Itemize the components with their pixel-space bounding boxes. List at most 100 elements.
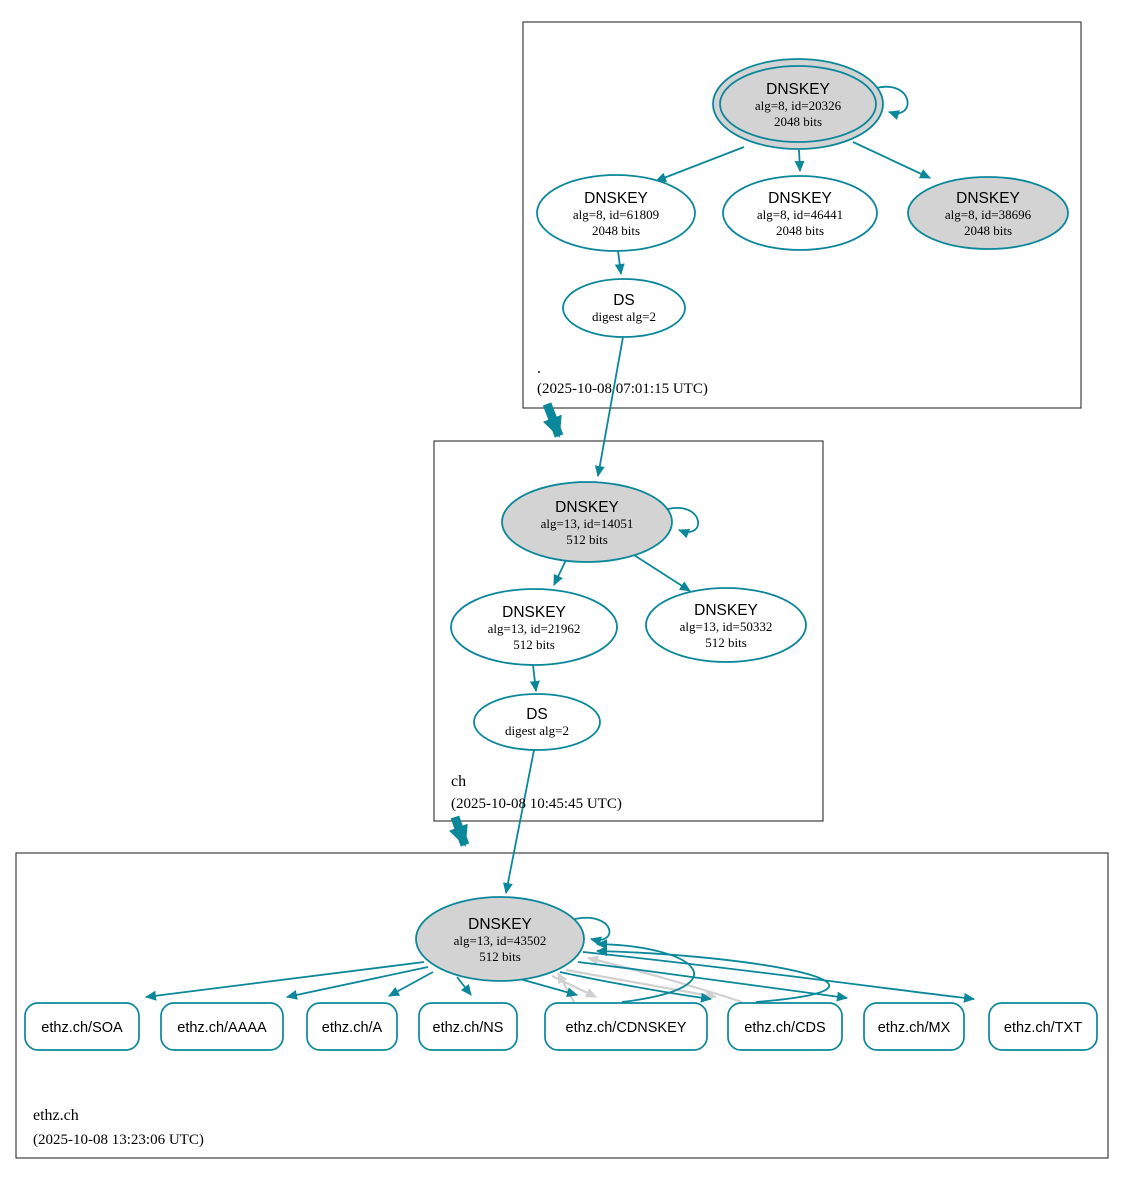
node-ch-zsk-21962[interactable]: DNSKEY alg=13, id=21962 512 bits bbox=[450, 588, 618, 666]
node-root-ds[interactable]: DS digest alg=2 bbox=[562, 278, 686, 338]
ch-zsk2-bits: 512 bits bbox=[705, 635, 747, 650]
rrset-box-cdnskey[interactable] bbox=[544, 1002, 708, 1051]
edge-ch-ksk-selfloop bbox=[667, 507, 700, 539]
ch-zsk1-alg: alg=13, id=21962 bbox=[488, 621, 581, 636]
rrset-ethz-mx[interactable]: ethz.ch/MX bbox=[863, 1002, 965, 1051]
edge-ethz-ksk-to-txt bbox=[582, 951, 975, 1003]
node-ethz-ksk-43502[interactable]: DNSKEY alg=13, id=43502 512 bits bbox=[415, 896, 585, 982]
zone-label-ethz: ethz.ch bbox=[33, 1107, 79, 1124]
rrset-ethz-cds[interactable]: ethz.ch/CDS bbox=[727, 1002, 843, 1051]
edge-root-ksk-to-zsk46441 bbox=[794, 149, 805, 172]
edge-ch-ds-to-ethz-ksk bbox=[503, 749, 535, 894]
root-zsk2-bits: 2048 bits bbox=[776, 223, 824, 238]
rrset-label-txt: ethz.ch/TXT bbox=[1004, 1020, 1082, 1036]
node-root-zsk-61809[interactable]: DNSKEY alg=8, id=61809 2048 bits bbox=[536, 174, 696, 252]
ethz-ksk-bits: 512 bits bbox=[479, 949, 521, 964]
ethz-ksk-alg: alg=13, id=43502 bbox=[454, 933, 547, 948]
zone-timestamp-ch: (2025-10-08 10:45:45 UTC) bbox=[451, 796, 622, 812]
root-zsk3-ellipse[interactable] bbox=[907, 176, 1069, 250]
edge-root-ksk-selfloop bbox=[875, 85, 909, 120]
edge-ethz-ksk-to-mx bbox=[577, 961, 848, 1002]
zone-timestamp-root: (2025-10-08 07:01:15 UTC) bbox=[537, 381, 708, 397]
node-root-zsk-38696[interactable]: DNSKEY alg=8, id=38696 2048 bits bbox=[907, 176, 1069, 250]
delegation-arrow-ch-to-ethz bbox=[448, 815, 470, 847]
ch-ds-digest: digest alg=2 bbox=[505, 723, 569, 738]
root-ds-ellipse[interactable] bbox=[562, 278, 686, 338]
edge-cdnskey-to-dnskey bbox=[596, 939, 695, 1003]
rrset-label-cdnskey: ethz.ch/CDNSKEY bbox=[566, 1020, 687, 1036]
edge-cds-to-dnskey-gray bbox=[587, 955, 743, 1004]
edge-cdnskey-to-dnskey-gray bbox=[557, 972, 575, 1003]
ch-zsk2-alg: alg=13, id=50332 bbox=[680, 619, 773, 634]
root-zsk1-bits: 2048 bits bbox=[592, 223, 640, 238]
rrset-box-aaaa[interactable] bbox=[160, 1002, 284, 1051]
rrset-ethz-a[interactable]: ethz.ch/A bbox=[306, 1002, 398, 1051]
rrset-box-mx[interactable] bbox=[863, 1002, 965, 1051]
edge-root-ksk-to-zsk61809 bbox=[655, 146, 745, 183]
edge-ethz-ksk-to-cdnskey bbox=[519, 978, 578, 998]
rrset-box-txt[interactable] bbox=[988, 1002, 1098, 1051]
edge-dnskey-to-cds-gray bbox=[565, 968, 717, 1001]
rrset-label-soa: ethz.ch/SOA bbox=[41, 1020, 123, 1036]
ch-zsk2-title: DNSKEY bbox=[694, 602, 758, 619]
ethz-ksk-ellipse[interactable] bbox=[415, 896, 585, 982]
ch-zsk1-bits: 512 bits bbox=[513, 637, 555, 652]
ch-ksk-bits: 512 bits bbox=[566, 532, 608, 547]
ch-zsk1-ellipse[interactable] bbox=[450, 588, 618, 666]
root-zsk2-ellipse[interactable] bbox=[722, 175, 878, 251]
root-ksk-bits: 2048 bits bbox=[774, 114, 822, 129]
rrset-box-cds[interactable] bbox=[727, 1002, 843, 1051]
rrset-box-ns[interactable] bbox=[418, 1002, 518, 1051]
delegation-arrow-root-to-ch bbox=[542, 402, 564, 438]
zone-label-root: . bbox=[537, 360, 541, 377]
edge-root-ksk-to-zsk38696 bbox=[852, 141, 931, 179]
ch-zsk2-ellipse[interactable] bbox=[645, 587, 807, 663]
node-ch-ds[interactable]: DS digest alg=2 bbox=[473, 693, 601, 751]
edge-ch-zsk-to-ds bbox=[529, 664, 540, 692]
edge-ch-ksk-to-zsk21962 bbox=[553, 559, 567, 586]
ethz-ksk-title: DNSKEY bbox=[468, 916, 532, 933]
node-ch-ksk-14051[interactable]: DNSKEY alg=13, id=14051 512 bits bbox=[501, 481, 673, 563]
rrset-box-a[interactable] bbox=[306, 1002, 398, 1051]
ch-ksk-ellipse[interactable] bbox=[501, 481, 673, 563]
rrset-label-aaaa: ethz.ch/AAAA bbox=[177, 1020, 267, 1036]
edge-ethz-ksk-to-soa bbox=[145, 961, 425, 1001]
rrset-ethz-txt[interactable]: ethz.ch/TXT bbox=[988, 1002, 1098, 1051]
node-root-zsk-46441[interactable]: DNSKEY alg=8, id=46441 2048 bits bbox=[722, 175, 878, 251]
edge-ethz-ksk-to-cds bbox=[559, 971, 712, 1003]
ch-ksk-title: DNSKEY bbox=[555, 499, 619, 516]
edge-root-zsk-to-ds bbox=[614, 250, 625, 275]
rrset-label-cds: ethz.ch/CDS bbox=[744, 1020, 825, 1036]
root-ds-title: DS bbox=[613, 292, 635, 309]
node-root-ksk-20326[interactable]: DNSKEY alg=8, id=20326 2048 bits bbox=[712, 58, 884, 150]
edge-ethz-ksk-to-aaaa bbox=[286, 966, 429, 1000]
rrset-ethz-aaaa[interactable]: ethz.ch/AAAA bbox=[160, 1002, 284, 1051]
root-ksk-title: DNSKEY bbox=[766, 81, 830, 98]
root-zsk1-ellipse[interactable] bbox=[536, 174, 696, 252]
rrset-label-ns: ethz.ch/NS bbox=[433, 1020, 504, 1036]
ch-ksk-alg: alg=13, id=14051 bbox=[541, 516, 634, 531]
node-ch-zsk-50332[interactable]: DNSKEY alg=13, id=50332 512 bits bbox=[645, 587, 807, 663]
rrset-label-a: ethz.ch/A bbox=[322, 1020, 383, 1036]
root-ksk-inner-ellipse bbox=[719, 65, 877, 143]
root-zsk3-alg: alg=8, id=38696 bbox=[945, 207, 1032, 222]
root-zsk1-alg: alg=8, id=61809 bbox=[573, 207, 659, 222]
root-zsk3-bits: 2048 bits bbox=[964, 223, 1012, 238]
edge-cds-to-dnskey bbox=[596, 946, 831, 1003]
zone-timestamp-ethz: (2025-10-08 13:23:06 UTC) bbox=[33, 1132, 204, 1148]
ch-ds-title: DS bbox=[526, 706, 548, 723]
root-zsk2-alg: alg=8, id=46441 bbox=[757, 207, 843, 222]
rrset-box-soa[interactable] bbox=[24, 1002, 140, 1051]
rrset-ethz-cdnskey[interactable]: ethz.ch/CDNSKEY bbox=[544, 1002, 708, 1051]
rrset-label-mx: ethz.ch/MX bbox=[878, 1020, 951, 1036]
ch-ds-ellipse[interactable] bbox=[473, 693, 601, 751]
root-zsk3-title: DNSKEY bbox=[956, 190, 1020, 207]
edge-ethz-ksk-to-ns bbox=[456, 976, 472, 996]
rrset-ethz-soa[interactable]: ethz.ch/SOA bbox=[24, 1002, 140, 1051]
rrset-ethz-ns[interactable]: ethz.ch/NS bbox=[418, 1002, 518, 1051]
ch-zsk1-title: DNSKEY bbox=[502, 604, 566, 621]
root-zsk2-title: DNSKEY bbox=[768, 190, 832, 207]
root-ds-digest: digest alg=2 bbox=[592, 309, 656, 324]
